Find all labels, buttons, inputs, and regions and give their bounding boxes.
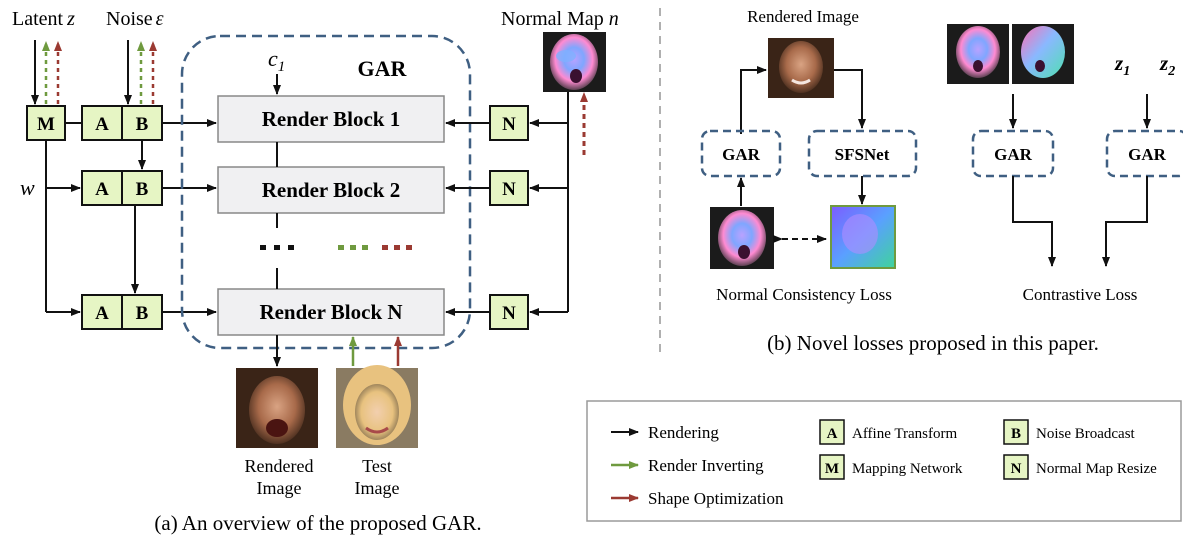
svg-text:B: B [1011, 426, 1021, 442]
ellipsis-green [338, 245, 368, 250]
sfsnet-label: SFSNet [835, 145, 890, 164]
svg-text:Affine Transform: Affine Transform [852, 426, 957, 442]
broadcast-letter-n: B [136, 303, 149, 324]
normal-consistency-label: Normal Consistency Loss [716, 285, 892, 304]
legend-shape-opt-label: Shape Optimization [648, 489, 784, 508]
z1-symbol: z1 [1114, 51, 1130, 79]
render-block-2 [217, 166, 445, 214]
gar-title: GAR [358, 56, 408, 81]
b-gar-label-2: GAR [994, 145, 1033, 164]
svg-text:N: N [502, 179, 516, 200]
render-block-n-label: Render Block N [259, 300, 402, 324]
rendered-image-output [236, 368, 318, 448]
b-gar-box [700, 129, 782, 178]
test-image-label-line2: Image [355, 478, 400, 498]
contrastive-loss-label: Contrastive Loss [1023, 285, 1138, 304]
b-input-normal-map [710, 207, 774, 269]
gar-container [180, 34, 472, 350]
b-sfsnet-normal-map [830, 205, 896, 269]
render-block-1 [217, 95, 445, 143]
z2-symbol: z2 [1159, 51, 1175, 79]
caption-a: (a) An overview of the proposed GAR. [154, 511, 481, 535]
normal-map-image [543, 32, 606, 92]
rendered-image-label-line2: Image [257, 478, 302, 498]
svg-text:N: N [502, 114, 516, 135]
ab-box-row-n: A B [81, 294, 163, 330]
c1-symbol: c1 [268, 46, 285, 75]
render-block-2-label: Render Block 2 [262, 178, 400, 202]
ellipsis-black [260, 245, 294, 250]
test-image-label-line1: Test [362, 456, 392, 476]
sfsnet-box [807, 129, 918, 178]
gar3-to-loss-arrow [1102, 176, 1148, 267]
ab-box-row-1: A B [81, 105, 163, 141]
svg-text:Normal Map Resize: Normal Map Resize [1036, 461, 1157, 477]
render-block-1-label: Render Block 1 [262, 107, 400, 131]
svg-text:A: A [827, 426, 838, 442]
normal-resize-box-2: N [489, 170, 529, 206]
legend-rendering-label: Rendering [648, 423, 719, 442]
affine-letter-n: A [95, 303, 109, 324]
legend-normal-resize-item: N Normal Map Resize [1003, 454, 1157, 480]
svg-text:N: N [502, 303, 516, 324]
broadcast-letter-1: B [136, 114, 149, 135]
legend-affine-item: A Affine Transform [819, 419, 957, 445]
ellipsis-red [382, 245, 412, 250]
normal-resize-box-n: N [489, 294, 529, 330]
affine-letter-2: A [95, 179, 109, 200]
rendered-image-label-line1: Rendered [245, 456, 314, 476]
render-block-n [217, 288, 445, 336]
broadcast-letter-2: B [136, 179, 149, 200]
caption-b: (b) Novel losses proposed in this paper. [767, 331, 1099, 355]
legend-broadcast-item: B Noise Broadcast [1003, 419, 1136, 445]
b-gar-label-3: GAR [1128, 145, 1167, 164]
svg-text:Mapping Network: Mapping Network [852, 461, 963, 477]
test-image-input [336, 365, 418, 448]
b-rendered-image [768, 38, 834, 98]
ab-box-row-2: A B [81, 170, 163, 206]
gar-to-rendered-arrow [740, 66, 767, 134]
svg-text:N: N [1011, 461, 1022, 477]
normal-resize-box-1: N [489, 105, 529, 141]
svg-text:Noise Broadcast: Noise Broadcast [1036, 426, 1136, 442]
w-symbol: w [20, 175, 35, 200]
mapping-box-letter: M [37, 114, 55, 135]
legend-box [586, 400, 1182, 522]
b-normal-pair-image [947, 24, 1074, 84]
legend-mapping-item: M Mapping Network [819, 454, 963, 480]
affine-letter-1: A [95, 114, 109, 135]
rendered-to-sfsnet-arrow [834, 69, 866, 129]
legend-inverting-label: Render Inverting [648, 456, 764, 475]
b-gar-label: GAR [722, 145, 761, 164]
b-rendered-image-label: Rendered Image [747, 7, 859, 26]
svg-text:M: M [825, 461, 839, 477]
gar2-to-loss-arrow [1012, 176, 1056, 267]
